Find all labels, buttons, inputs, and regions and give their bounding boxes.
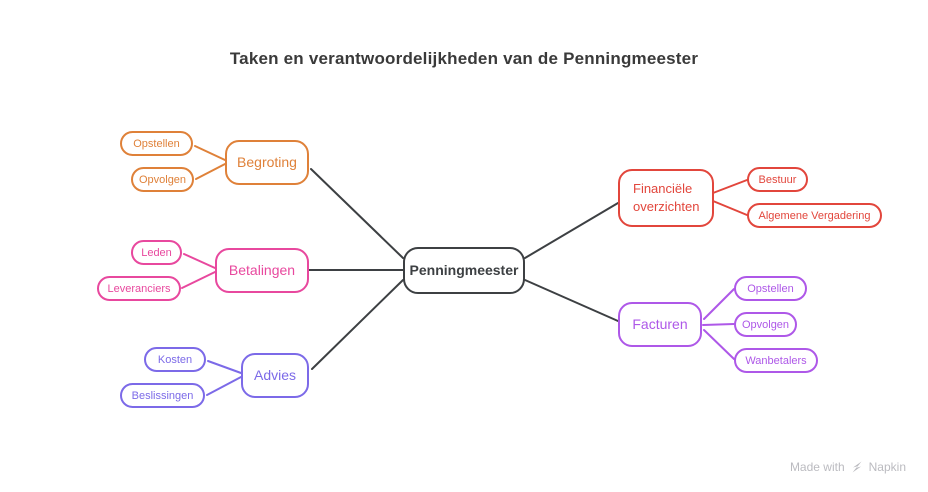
connector-root-finover [524,202,619,259]
node-betalingen: Betalingen [215,248,309,293]
node-begroting: Begroting [225,140,309,185]
connector-begroting-opstellen [194,145,226,161]
connector-finover-algver [712,200,748,216]
connector-advies-kosten [207,360,242,374]
connector-betalingen-leveranciers [181,271,216,289]
node-betalingen-leden: Leden [131,240,182,265]
connector-finover-bestuur [712,179,748,194]
diagram-title: Taken en verantwoordelijkheden van de Pe… [229,49,699,68]
connector-facturen-opstellen [703,288,735,320]
node-finover-bestuur: Bestuur [747,167,808,192]
connector-root-begroting [310,168,404,259]
node-penningmeester: Penningmeester [403,247,525,294]
node-facturen-opstellen: Opstellen [734,276,807,301]
napkin-logo-icon [852,461,862,473]
connector-root-advies [311,279,404,370]
node-financiele-overzichten: Financiële overzichten [618,169,714,227]
node-begroting-opvolgen: Opvolgen [131,167,194,192]
connector-advies-beslissingen [206,376,242,396]
node-advies-beslissingen: Beslissingen [120,383,205,408]
connector-root-facturen [524,279,619,322]
napkin-watermark[interactable]: Made with Napkin [790,460,906,474]
node-facturen-opvolgen: Opvolgen [734,312,797,337]
watermark-brand[interactable]: Napkin [868,460,906,474]
connector-begroting-opvolgen [195,163,226,180]
node-finover-algemene-vergadering: Algemene Vergadering [747,203,882,228]
node-begroting-opstellen: Opstellen [120,131,193,156]
watermark-prefix: Made with [789,460,845,474]
node-advies: Advies [241,353,309,398]
node-advies-kosten: Kosten [144,347,206,372]
node-facturen: Facturen [618,302,702,347]
connector-betalingen-leden [183,253,216,269]
connector-facturen-wanbetalers [703,329,735,360]
connector-facturen-opvolgen [702,323,735,326]
node-betalingen-leveranciers: Leveranciers [97,276,181,301]
node-facturen-wanbetalers: Wanbetalers [734,348,818,373]
